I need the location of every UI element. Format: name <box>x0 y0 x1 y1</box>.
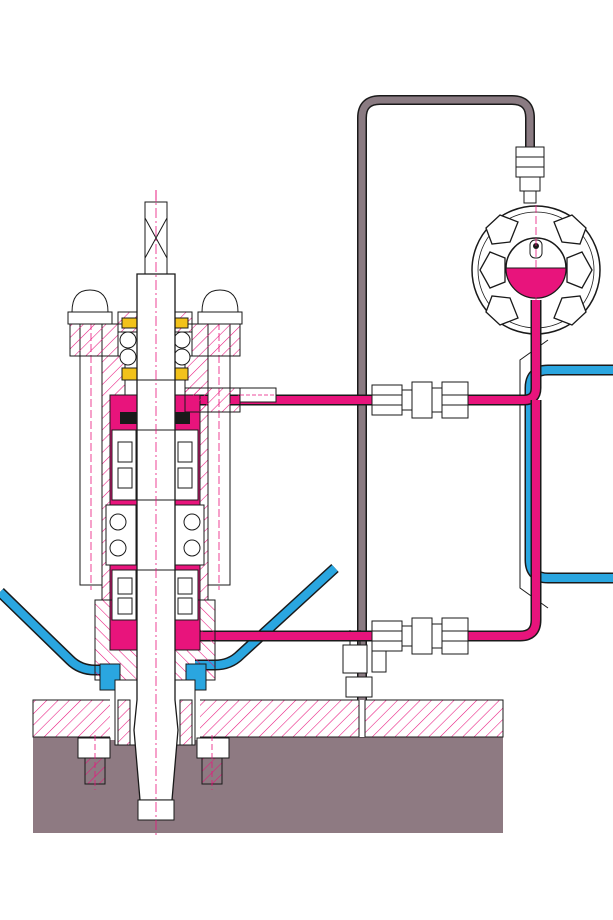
foundation-slab-hatch <box>32 699 504 738</box>
oil-return-fitting <box>371 617 469 655</box>
oil-reservoir <box>471 205 601 335</box>
oil-return-line <box>200 400 542 642</box>
air-pipe-elbow-fitting <box>342 630 387 698</box>
seal-top-left <box>121 317 139 329</box>
seal-mid-left <box>121 367 139 381</box>
cap-nut-left <box>67 289 113 325</box>
oil-supply-line <box>200 300 542 406</box>
cap-nut-right <box>197 289 243 325</box>
oil-supply-fitting <box>371 381 469 419</box>
foundation-base <box>33 737 503 833</box>
air-pipe-fitting <box>515 146 545 204</box>
bearing-pair <box>105 311 205 621</box>
drive-shaft <box>130 190 182 835</box>
anchor-bolt-right <box>196 735 230 790</box>
anchor-bolt-left <box>77 735 111 790</box>
